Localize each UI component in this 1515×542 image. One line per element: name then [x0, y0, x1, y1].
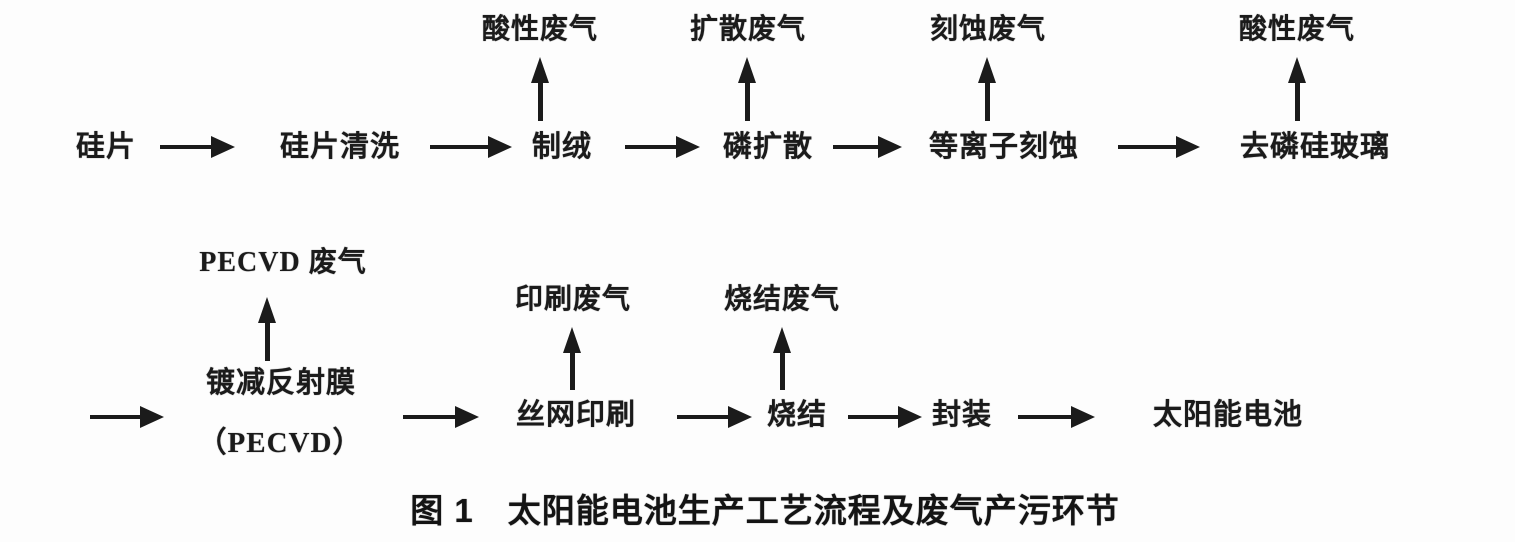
- arrow-right-icon: [848, 406, 922, 428]
- step-psg-removal: 去磷硅玻璃: [1239, 131, 1391, 163]
- waste-label-etching-gas: 刻蚀废气: [929, 13, 1047, 44]
- arrow-right-icon: [833, 136, 902, 158]
- step-solar-cell: 太阳能电池: [1152, 399, 1304, 431]
- waste-label-sintering-gas: 烧结废气: [723, 283, 841, 314]
- waste-label-pecvd-gas: PECVD 废气: [199, 247, 367, 278]
- arrow-right-icon: [625, 136, 700, 158]
- arrow-right-icon: [1118, 136, 1200, 158]
- waste-label-acid-gas-2: 酸性废气: [1238, 13, 1356, 44]
- arrow-up-icon: [258, 297, 276, 361]
- step-sintering: 烧结: [766, 399, 828, 431]
- step-phosphorus-diffusion: 磷扩散: [722, 131, 814, 163]
- arrow-right-icon: [160, 136, 235, 158]
- waste-label-acid-gas-1: 酸性废气: [481, 13, 599, 44]
- step-texturing: 制绒: [531, 131, 593, 163]
- step-wafer-cleaning: 硅片清洗: [279, 131, 401, 163]
- arrow-right-icon: [1018, 406, 1095, 428]
- waste-label-printing-gas: 印刷废气: [514, 283, 632, 314]
- step-screen-printing: 丝网印刷: [515, 399, 637, 431]
- arrow-up-icon: [738, 57, 756, 121]
- arrow-up-icon: [531, 57, 549, 121]
- arrow-up-icon: [1288, 57, 1306, 121]
- arrow-up-icon: [773, 327, 791, 390]
- row-continuation-arrow-right-icon: [90, 406, 164, 428]
- arrow-up-icon: [563, 327, 581, 390]
- step-ar-coating-sublabel: （PECVD）: [197, 427, 363, 459]
- step-silicon-wafer: 硅片: [75, 131, 137, 163]
- arrow-right-icon: [677, 406, 752, 428]
- step-plasma-etching: 等离子刻蚀: [928, 131, 1080, 163]
- waste-label-diffusion-gas: 扩散废气: [689, 13, 807, 44]
- figure-caption: 图 1 太阳能电池生产工艺流程及废气产污环节: [410, 492, 1120, 529]
- step-ar-coating: 镀减反射膜: [205, 367, 357, 399]
- arrow-right-icon: [430, 136, 512, 158]
- step-packaging: 封装: [931, 399, 993, 431]
- arrow-up-icon: [978, 57, 996, 121]
- arrow-right-icon: [403, 406, 479, 428]
